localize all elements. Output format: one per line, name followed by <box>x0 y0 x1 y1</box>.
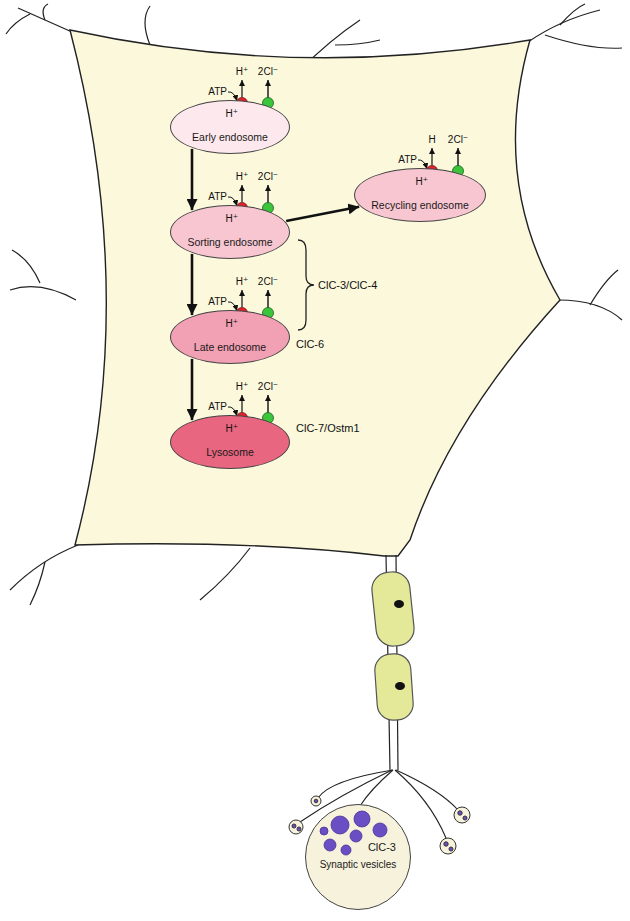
vesicles <box>306 805 412 911</box>
channel-name: ClC-3/ClC-4 <box>318 279 377 291</box>
ion-label: H⁺ <box>226 108 239 120</box>
node-label: Lysosome <box>171 446 289 458</box>
node-label: Late endosome <box>171 341 289 353</box>
ion-label: H <box>428 134 435 146</box>
ion-label: H⁺ <box>236 171 249 183</box>
proton-arrow <box>241 185 242 202</box>
vesicle <box>354 811 370 827</box>
node-label: Sorting endosome <box>171 236 289 248</box>
axon-terminals <box>300 770 458 838</box>
cell-body <box>70 30 560 556</box>
channel-name: ClC-6 <box>296 338 324 350</box>
vesicle <box>341 845 351 855</box>
ion-label: H⁺ <box>226 423 239 435</box>
transport-arrow <box>286 207 359 221</box>
channel-name: ClC-7/Ostm1 <box>296 422 360 434</box>
ion-label: 2Cl⁻ <box>258 66 278 78</box>
transport-arrow <box>191 149 194 210</box>
node-label: Early endosome <box>171 131 289 143</box>
vesicle <box>324 839 336 851</box>
synaptic-terminal: ClC-3Synaptic vesicles <box>305 804 411 910</box>
ion-label: H⁺ <box>226 213 239 225</box>
proton-arrow <box>241 395 242 412</box>
proton-arrow <box>241 80 242 97</box>
myelin-sheath <box>370 570 416 721</box>
ion-label: ATP <box>208 191 227 203</box>
vesicle <box>373 823 387 837</box>
ion-label: H⁺ <box>226 318 239 330</box>
ion-label: H⁺ <box>236 66 249 78</box>
bracket <box>298 240 314 330</box>
ion-label: 2Cl⁻ <box>258 171 278 183</box>
transport-arrow <box>191 359 194 420</box>
ion-label: ATP <box>398 154 417 166</box>
ion-label: ATP <box>208 296 227 308</box>
ion-label: ATP <box>208 86 227 98</box>
vesicle <box>350 830 362 842</box>
proton-arrow <box>241 290 242 307</box>
ion-label: 2Cl⁻ <box>448 134 468 146</box>
channel-name: ClC-3 <box>306 841 410 853</box>
dendrites <box>6 4 622 605</box>
ion-label: 2Cl⁻ <box>258 276 278 288</box>
transport-arrow <box>191 254 194 315</box>
proton-arrow <box>431 148 432 165</box>
node-label: Synaptic vesicles <box>306 859 410 871</box>
vesicle <box>320 827 328 835</box>
node-label: Recycling endosome <box>355 199 485 211</box>
ion-label: ATP <box>208 401 227 413</box>
ion-label: H⁺ <box>416 176 429 188</box>
ion-label: H⁺ <box>236 381 249 393</box>
vesicle <box>331 816 349 834</box>
ion-label: H⁺ <box>236 276 249 288</box>
ion-label: 2Cl⁻ <box>258 381 278 393</box>
